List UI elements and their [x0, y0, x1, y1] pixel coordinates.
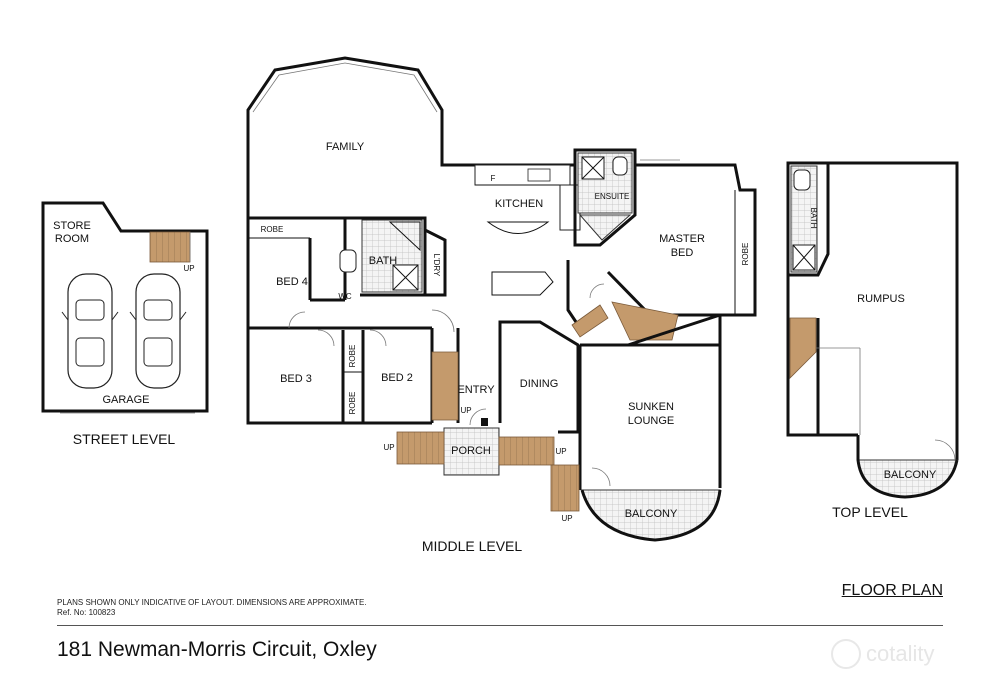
room-label-bed3: BED 3	[280, 373, 312, 385]
brand-logo-text: cotality	[866, 641, 935, 666]
room-label-top-bath: BATH	[809, 208, 818, 229]
room-label-family: FAMILY	[326, 141, 365, 153]
reference-number: Ref. No: 100823	[57, 608, 116, 617]
room-label-dining: DINING	[520, 378, 559, 390]
porch-stair-left	[396, 431, 445, 465]
room-label-garage: GARAGE	[102, 394, 149, 406]
balcony-stair	[550, 464, 580, 512]
room-label-porch: PORCH	[451, 445, 491, 457]
floor-plan-title: FLOOR PLAN	[841, 582, 943, 599]
room-label-kitchen: KITCHEN	[495, 198, 543, 210]
level-label-top: TOP LEVEL	[832, 504, 908, 520]
room-label-store-room-2: ROOM	[55, 233, 89, 245]
disclaimer-text: PLANS SHOWN ONLY INDICATIVE OF LAYOUT. D…	[57, 598, 367, 607]
room-label-top-balcony: BALCONY	[884, 469, 937, 481]
room-label-sunken-lounge-2: LOUNGE	[628, 415, 674, 427]
stair-up-label: UP	[561, 514, 572, 523]
garage-stair	[149, 231, 191, 263]
robe-label-master: ROBE	[741, 243, 750, 266]
room-label-laundry: L'DRY	[432, 254, 441, 277]
room-label-sunken-lounge: SUNKEN	[628, 401, 674, 413]
toilet-icon	[793, 169, 811, 191]
room-label-master-bed-2: BED	[671, 247, 694, 259]
porch-stair-right	[498, 436, 555, 466]
kitchen-bench	[474, 164, 571, 186]
room-label-ensuite: ENSUITE	[595, 192, 630, 201]
room-label-bed4: BED 4	[276, 276, 308, 288]
property-address: 181 Newman-Morris Circuit, Oxley	[57, 638, 377, 661]
sink-icon	[527, 168, 551, 182]
toilet-icon	[339, 249, 357, 273]
brand-logo-icon	[831, 639, 861, 669]
room-label-wc: WC	[338, 292, 352, 301]
middle-level-plan: FAMILY KITCHEN F ENSUITE MASTER BED ROBE…	[246, 56, 757, 554]
room-label-balcony: BALCONY	[625, 508, 678, 520]
stair-up-label: UP	[555, 447, 566, 456]
fridge-label: F	[491, 174, 496, 183]
car-icon	[129, 273, 187, 389]
street-level-plan: STORE ROOM UP GARAGE STREET LEVEL	[41, 201, 209, 447]
porch-floor	[443, 427, 500, 476]
level-label-street: STREET LEVEL	[73, 431, 176, 447]
robe-label-bed4: ROBE	[261, 225, 284, 234]
level-label-middle: MIDDLE LEVEL	[422, 538, 523, 554]
room-label-bed2: BED 2	[381, 372, 413, 384]
room-label-store-room: STORE	[53, 220, 91, 232]
stair-up-label: UP	[460, 406, 471, 415]
toilet-icon	[612, 156, 628, 176]
robe-label-bed2-b: ROBE	[348, 392, 357, 415]
room-label-master-bed: MASTER	[659, 233, 705, 245]
room-label-entry: ENTRY	[457, 384, 495, 396]
top-level-plan: BATH RUMPUS BALCONY TOP LEVEL	[786, 161, 959, 520]
car-icon	[61, 273, 119, 389]
robe-label-bed2-a: ROBE	[348, 345, 357, 368]
footer-divider	[57, 625, 943, 626]
stair-up-label: UP	[383, 443, 394, 452]
room-label-bath: BATH	[369, 255, 398, 267]
room-label-rumpus: RUMPUS	[857, 293, 905, 305]
entry-arrow-icon	[481, 418, 488, 426]
stair-up-label: UP	[183, 264, 194, 273]
